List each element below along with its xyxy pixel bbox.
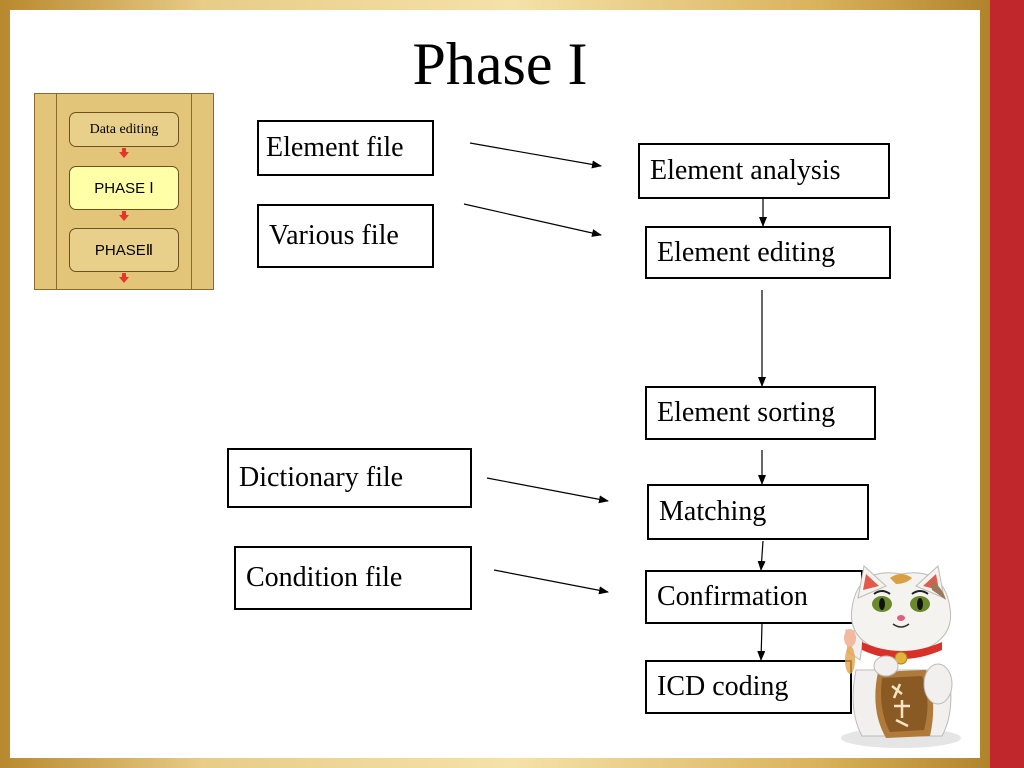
element-sorting-box: Element sorting xyxy=(645,386,876,440)
navigator-step-label: PHASEⅡ xyxy=(94,242,154,259)
box-label: Confirmation xyxy=(657,581,808,612)
dictionary-file-box: Dictionary file xyxy=(227,448,472,508)
box-label: Condition file xyxy=(246,562,403,593)
matching-box: Matching xyxy=(647,484,869,540)
box-label: Element editing xyxy=(657,236,836,268)
arrow-confirmation-to-icd xyxy=(757,623,766,661)
box-label: Matching xyxy=(659,496,767,527)
arrow-condition-file-to-confirmation xyxy=(493,569,609,595)
navigator-step-data-editing[interactable]: Data editing xyxy=(69,112,179,147)
slide-title: Phase I xyxy=(412,31,588,97)
arrow-matching-to-confirmation xyxy=(757,540,766,571)
element-file-box: Element file xyxy=(257,120,434,176)
maneki-neko-icon xyxy=(841,565,961,748)
navigator-step-label: Data editing xyxy=(89,121,159,137)
box-label: Element file xyxy=(266,132,404,163)
confirmation-box: Confirmation xyxy=(645,570,863,624)
element-analysis-box: Element analysis xyxy=(638,143,890,199)
navigator-rail-left xyxy=(56,94,57,289)
navigator-step-phase-1[interactable]: PHASE Ⅰ xyxy=(69,166,179,210)
red-side-bar xyxy=(990,0,1024,768)
arrow-element-file-to-analysis xyxy=(469,142,602,169)
arrow-dictionary-file-to-matching xyxy=(486,477,609,504)
box-label: ICD coding xyxy=(657,671,789,702)
condition-file-box: Condition file xyxy=(234,546,472,610)
down-arrow-icon xyxy=(119,148,129,158)
navigator-step-label: PHASE Ⅰ xyxy=(94,180,154,197)
box-label: Various file xyxy=(269,220,399,251)
box-label: Dictionary file xyxy=(239,462,404,493)
icd-coding-box: ICD coding xyxy=(645,660,852,714)
box-label: Element analysis xyxy=(650,155,841,186)
phase-navigator: Data editing PHASE Ⅰ PHASEⅡ xyxy=(34,93,214,290)
down-arrow-icon xyxy=(119,211,129,221)
arrow-various-file-to-editing xyxy=(463,203,602,237)
navigator-rail-right xyxy=(191,94,192,289)
various-file-box: Various file xyxy=(257,204,434,268)
box-label: Element sorting xyxy=(657,397,836,428)
navigator-step-phase-2[interactable]: PHASEⅡ xyxy=(69,228,179,272)
down-arrow-icon xyxy=(119,273,129,283)
element-editing-box: Element editing xyxy=(645,226,891,279)
